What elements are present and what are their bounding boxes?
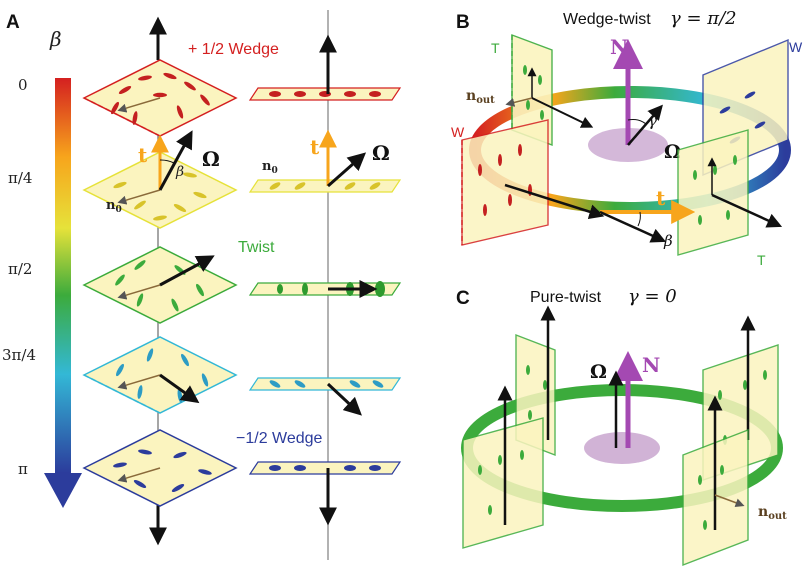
label-twist: Twist xyxy=(238,239,275,256)
omega-label-b: Ω xyxy=(664,141,681,163)
omega-arrow-b xyxy=(627,104,663,146)
plate-plus-half-wedge xyxy=(82,59,238,137)
panel-a-letter: A xyxy=(6,12,20,33)
director-ellipses-yellow xyxy=(113,172,207,221)
nout-label-b: nout xyxy=(466,88,495,106)
omega-arrow-front-b xyxy=(599,210,667,243)
panel-c-letter: C xyxy=(456,288,470,309)
t-label-b: t xyxy=(656,186,666,210)
N-label-c: N xyxy=(642,353,660,377)
director-ellipses-red xyxy=(111,72,210,125)
director-ellipses-blue xyxy=(113,449,212,492)
panel-a: A β 0 π/4 π/2 3π/4 π xyxy=(2,10,402,560)
scale-tick-4: π xyxy=(18,460,28,478)
scale-tick-1: π/4 xyxy=(8,169,32,187)
panel-b-gamma-value: γ = π/2 xyxy=(670,8,737,29)
director-ellipses-green xyxy=(115,260,204,312)
plate-mid-lower xyxy=(82,336,238,414)
panel-c: C Pure-twist γ = 0 N Ω xyxy=(456,286,787,567)
strip-green xyxy=(248,280,402,298)
corner-label-t-top: T xyxy=(491,40,500,56)
strip-red xyxy=(248,34,402,101)
panel-c-gamma-value: γ = 0 xyxy=(628,286,677,307)
corner-label-w-bottom: W xyxy=(451,124,465,140)
omega-label-left: Ω xyxy=(202,147,220,171)
strip-yellow: t Ω n0 xyxy=(248,129,402,193)
omega-arrow-right xyxy=(327,152,367,188)
scale-tick-0: 0 xyxy=(18,76,28,94)
panel-b: B Wedge-twist γ = π/2 N Ω γ T nout W xyxy=(451,8,803,268)
omega-arrow-left xyxy=(158,130,193,191)
scale-tick-2: π/2 xyxy=(8,260,32,278)
gamma-angle-label: γ xyxy=(648,112,657,130)
label-plus-half-wedge: + 1/2 Wedge xyxy=(188,41,279,58)
beta-label-b: β xyxy=(663,232,673,250)
omega-arrow-twist-left xyxy=(159,255,215,287)
corner-label-w-top: W xyxy=(789,39,803,55)
omega-label-right: Ω xyxy=(372,141,390,165)
beta-angle-label: β xyxy=(175,164,184,180)
scale-tick-3: 3π/4 xyxy=(2,346,36,364)
beta-color-scale: β 0 π/4 π/2 3π/4 π xyxy=(2,27,82,508)
panel-b-title: Wedge-twist xyxy=(563,11,651,28)
panel-c-title: Pure-twist xyxy=(530,289,602,306)
t-label-left: t xyxy=(138,143,148,167)
omega-arrow-lower-right xyxy=(326,382,362,416)
center-disc-c xyxy=(584,432,660,464)
plate-twist xyxy=(82,246,238,324)
nout-label-c: nout xyxy=(758,504,787,522)
corner-label-t-bottom: T xyxy=(757,252,766,268)
t-label-right: t xyxy=(310,135,320,159)
label-minus-half-wedge: −1/2 Wedge xyxy=(236,430,323,447)
omega-arrow-lower-left xyxy=(159,373,200,404)
n0-label-right: n0 xyxy=(262,159,278,176)
strip-blue xyxy=(248,461,402,526)
beta-scale-bar xyxy=(55,78,71,473)
N-label-b: N xyxy=(610,35,628,59)
plate-c-front-right xyxy=(682,395,749,567)
plate-b-bottom-right xyxy=(677,129,783,256)
plate-minus-half-wedge xyxy=(82,429,238,507)
beta-scale-arrowhead xyxy=(44,473,82,508)
omega-label-c: Ω xyxy=(590,361,607,383)
strip-cyan xyxy=(248,377,402,416)
n0-label-left: n0 xyxy=(106,198,122,215)
plate-b-bottom-left xyxy=(461,119,605,246)
beta-scale-symbol: β xyxy=(49,27,62,51)
plate-c-front-left xyxy=(462,385,544,549)
plate-b-top-left xyxy=(505,33,594,147)
plate-mid-upper: n0 t Ω β xyxy=(82,130,238,229)
panel-b-letter: B xyxy=(456,12,470,33)
